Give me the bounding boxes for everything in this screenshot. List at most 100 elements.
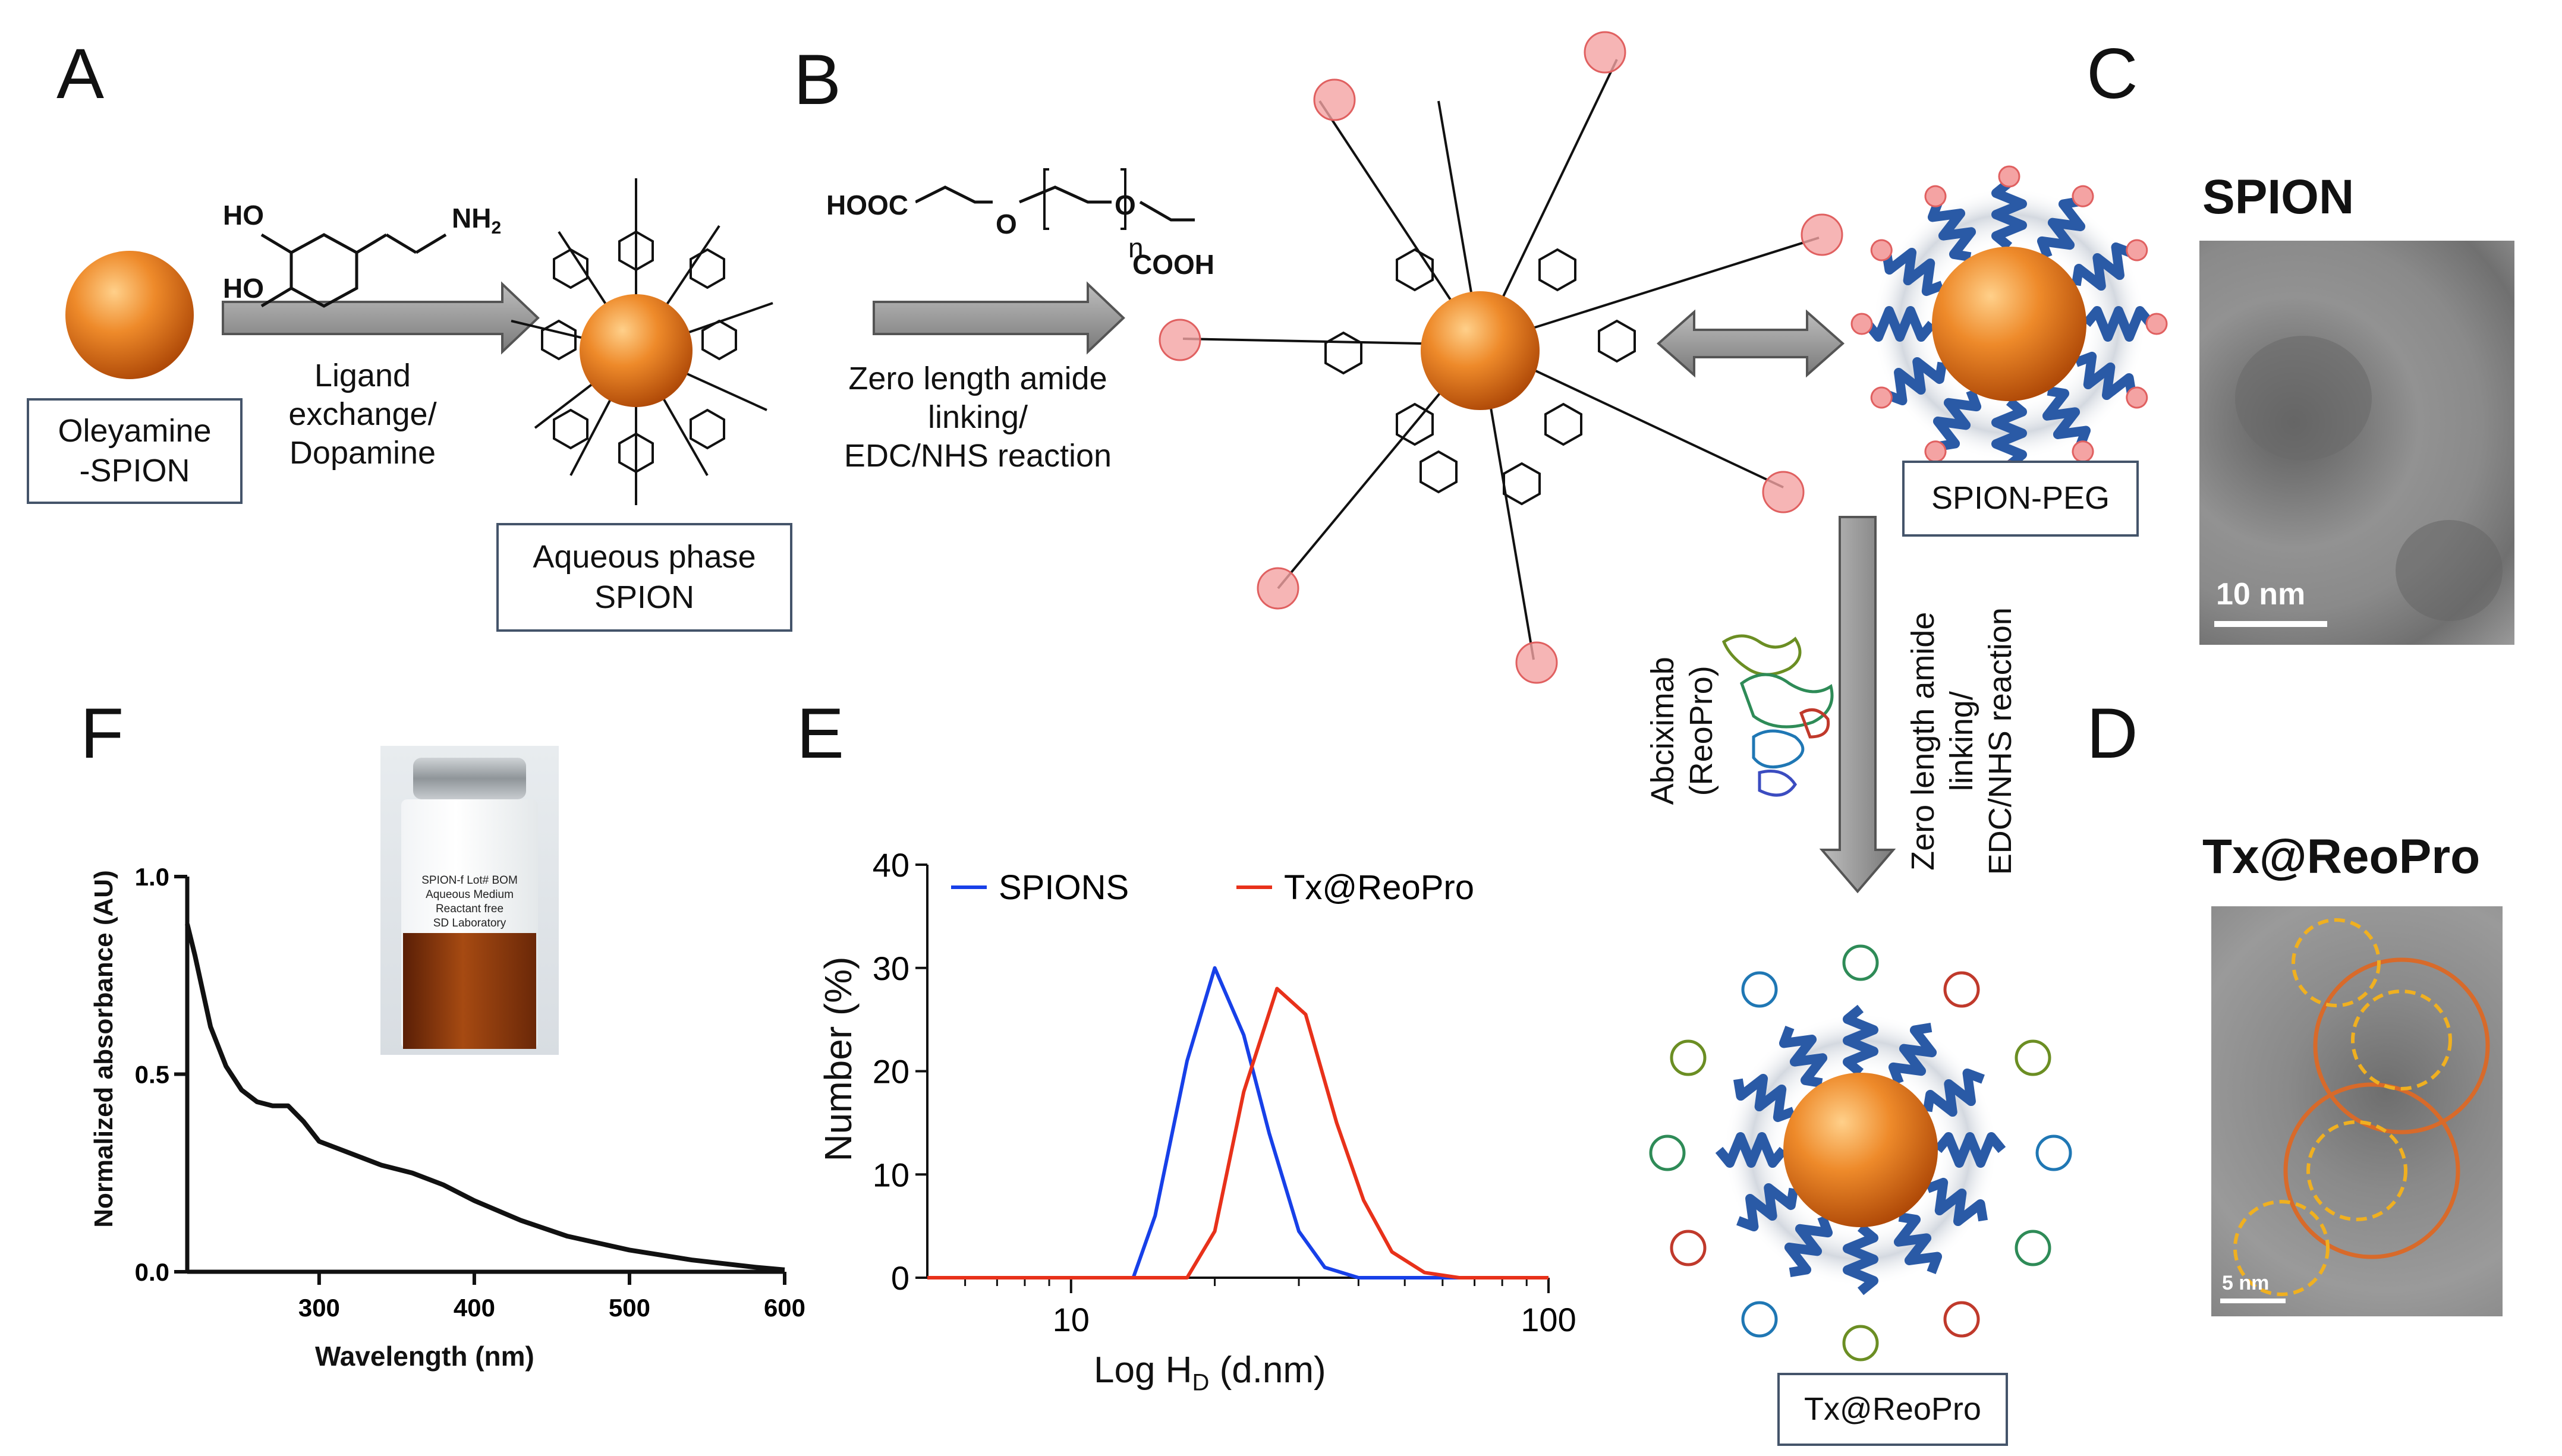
antibody-linking-label: Zero length amide linking/ EDC/NHS react…: [1904, 518, 2019, 964]
chart-e-xlabel-main: Log H: [1094, 1350, 1192, 1391]
tem-d-scale-label: 5 nm: [2222, 1272, 2270, 1294]
panel-label-b: B: [794, 40, 842, 119]
peg-o1: O: [996, 209, 1017, 239]
dopamine-nh2: NH2: [452, 202, 501, 238]
vial-line3: Reactant free: [435, 903, 504, 915]
peg-linking-arrow: [873, 281, 1125, 355]
step2-line3: EDC/NHS reaction: [843, 437, 1112, 474]
chart-e-series-line-1: [927, 966, 1548, 1279]
antibody-linking-arrow: [1819, 516, 1896, 894]
panel-label-a: A: [56, 34, 105, 114]
panel-label-f: F: [80, 694, 124, 773]
vial-line1: SPION-f Lot# BOM: [421, 874, 518, 887]
step1-line1: Ligand: [314, 358, 411, 393]
cooh-terminal-markers: [1159, 31, 1843, 684]
spion-peg-box: SPION-PEG: [1902, 461, 2139, 537]
peg-linking-label: Zero length amide linking/ EDC/NHS react…: [823, 360, 1132, 475]
chart-e-xlabel-tail: (d.nm): [1209, 1350, 1326, 1391]
chart-e-xlabel: Log HD (d.nm): [1094, 1349, 1326, 1396]
tem-c-scale-label: 10 nm: [2216, 577, 2306, 612]
vial-line2: Aqueous Medium: [426, 888, 514, 901]
ligand-exchange-arrow: [222, 281, 540, 355]
chart-e-series-line-2: [927, 987, 1548, 1279]
vial-liquid: [403, 933, 536, 1049]
chart-e-ytick-label: 30: [873, 950, 909, 987]
oleylamine-spion-sphere: [65, 251, 194, 379]
peg-o2: O: [1115, 190, 1136, 220]
chart-f-ytick-label: 1.0: [135, 863, 169, 891]
txreopro-box: Tx@ReoPro: [1777, 1373, 2008, 1446]
abciximab-protein-icon: [1721, 634, 1834, 797]
abciximab-line1: Abciximab: [1645, 657, 1681, 805]
aqueous-spion-box: Aqueous phase SPION: [496, 523, 792, 632]
tem-c-title: SPION: [2202, 170, 2355, 224]
chart-e-xlabel-sub: D: [1192, 1369, 1210, 1396]
dopamine-structure: [260, 233, 447, 308]
tem-c-scale-bar: [2214, 621, 2327, 627]
tem-spion-image: 10 nm: [2199, 241, 2514, 645]
step2-line1: Zero length amide: [848, 361, 1107, 396]
vial-label: SPION-f Lot# BOM Aqueous Medium Reactant…: [407, 874, 532, 931]
nh-text: NH: [452, 203, 492, 234]
oleylamine-line2: -SPION: [79, 453, 190, 489]
nh-subscript: 2: [491, 218, 502, 238]
dopamine-ho-top: HO: [223, 200, 264, 231]
oleylamine-spion-box: Oleyamine -SPION: [27, 398, 243, 504]
tem-d-scale-bar: [2220, 1299, 2286, 1303]
peg-cooh: COOH: [1132, 249, 1214, 280]
tem-c-particle-2: [2396, 520, 2503, 621]
panel-label-e: E: [797, 694, 845, 773]
spion-peg-cartoon: [1850, 165, 2168, 483]
chart-e-legend-label-2: Tx@ReoPro: [1284, 868, 1474, 907]
panel-label-c: C: [2086, 34, 2138, 114]
step2-line2: linking/: [927, 399, 1028, 435]
step3-line1: Zero length amide: [1905, 612, 1941, 871]
tem-d-title: Tx@ReoPro: [2202, 830, 2481, 884]
chart-f-absorbance-line: [185, 923, 785, 1272]
chart-f-xtick-label: 500: [609, 1294, 650, 1322]
oleylamine-line1: Oleyamine: [58, 412, 212, 449]
chart-e-legend-label-1: SPIONS: [999, 868, 1129, 907]
chart-f-xlabel: Wavelength (nm): [315, 1341, 534, 1372]
tem-d-annotations: [2233, 918, 2490, 1296]
peg-n-subscript: n: [1128, 232, 1144, 263]
chart-f-ytick-label: 0.0: [135, 1258, 169, 1286]
tem-txreopro-image: 5 nm: [2211, 906, 2503, 1316]
chart-e-ytick-label: 20: [873, 1053, 909, 1091]
chart-f-xtick-label: 600: [764, 1294, 805, 1322]
chart-f-ytick-label: 0.5: [135, 1061, 169, 1089]
peg-spion-sphere: [1421, 291, 1540, 410]
panel-label-d: D: [2086, 694, 2138, 773]
step1-line3: Dopamine: [289, 434, 436, 471]
absorbance-chart: 0.0 0.5 1.0 300 400 500 600: [135, 863, 805, 1322]
equivalence-arrow: [1656, 309, 1845, 378]
vial-cap: [413, 758, 526, 799]
chart-f-xtick-label: 300: [298, 1294, 340, 1322]
size-distribution-chart: 0 10 20 30 40 10 100 SPIONS Tx@ReoPro: [873, 846, 1576, 1338]
tem-c-particle-1: [2235, 336, 2372, 461]
chart-e-ylabel: Number (%): [817, 956, 860, 1162]
chart-e-ytick-label: 40: [873, 846, 909, 884]
chart-e-xtick-label: 10: [1053, 1301, 1090, 1338]
vial-line4: SD Laboratory: [433, 917, 506, 929]
txreopro-cartoon: [1649, 944, 2072, 1362]
abciximab-line2: (ReoPro): [1683, 666, 1719, 796]
dopamine-ho-bottom: HO: [223, 273, 264, 304]
chart-f-xtick-label: 400: [454, 1294, 495, 1322]
aqueous-line2: SPION: [594, 579, 695, 615]
abciximab-label: Abciximab (ReoPro): [1644, 612, 1721, 850]
chart-e-xtick-label: 100: [1521, 1301, 1576, 1338]
chart-f-ylabel: Normalized absorbance (AU): [89, 870, 118, 1228]
chart-e-ytick-label: 10: [873, 1156, 909, 1193]
aqueous-line1: Aqueous phase: [533, 539, 756, 575]
step1-line2: exchange/: [288, 396, 437, 432]
step3-line2: linking/: [1943, 691, 1979, 792]
aqueous-spion-sphere: [580, 294, 693, 407]
peg-backbone: [915, 168, 1195, 230]
chart-e-ytick-label: 0: [891, 1259, 909, 1297]
spion-vial-photo: SPION-f Lot# BOM Aqueous Medium Reactant…: [380, 746, 559, 1055]
ligand-exchange-label: Ligand exchange/ Dopamine: [256, 357, 470, 472]
step3-line3: EDC/NHS reaction: [1982, 607, 2018, 875]
peg-hooc: HOOC: [826, 190, 908, 220]
